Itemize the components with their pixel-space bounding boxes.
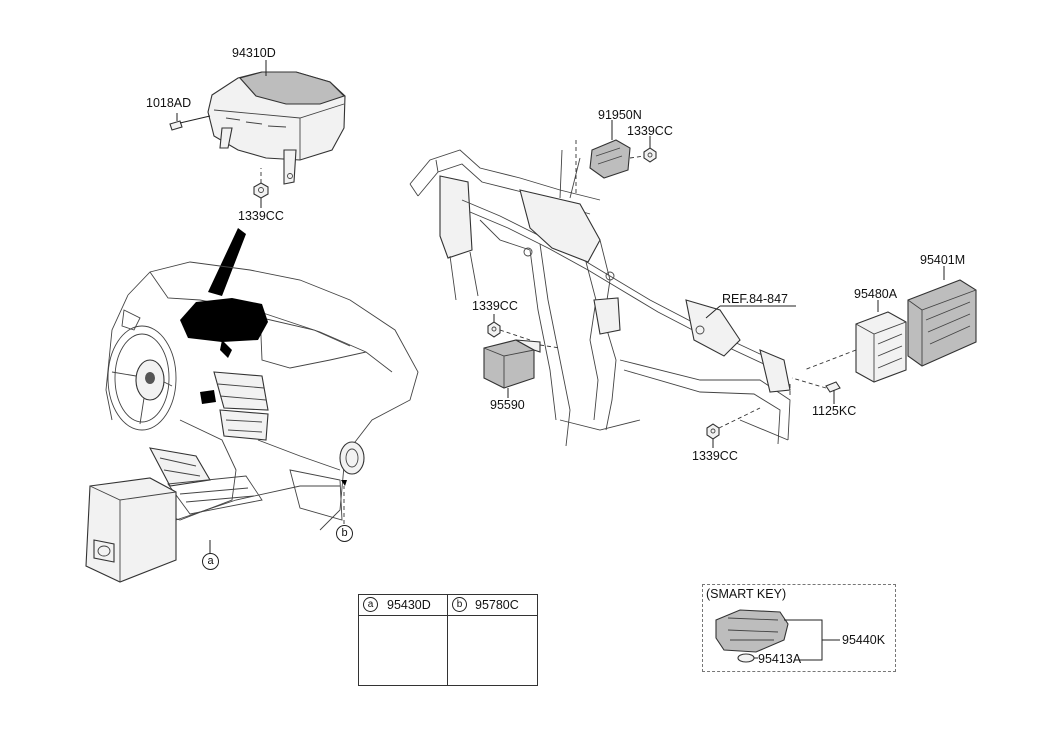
table-marker-a: a xyxy=(363,597,378,612)
smart-key-drawing xyxy=(715,609,840,663)
table-header xyxy=(359,595,537,616)
callout-b: b xyxy=(336,525,353,542)
smart-key-title: (SMART KEY) xyxy=(706,587,787,601)
module-95590-drawing xyxy=(483,314,561,398)
part-label-94310d: 94310D xyxy=(232,46,276,60)
ecu-drawing xyxy=(789,266,977,404)
pointer-wedge xyxy=(208,228,246,296)
part-label-1339cc-module: 1339CC xyxy=(472,299,518,313)
ref-leader-tip xyxy=(705,305,721,319)
part-label-1339cc-cluster: 1339CC xyxy=(238,209,284,223)
screw-1018ad-drawing xyxy=(169,113,211,131)
part-label-91950n: 91950N xyxy=(598,108,642,122)
table-part-95780c: 95780C xyxy=(475,598,519,612)
part-label-95413a: 95413A xyxy=(758,652,802,666)
part-label-95480a: 95480A xyxy=(854,287,898,301)
smart-key-box xyxy=(702,584,896,672)
parts-table: a 95430D b 95780C xyxy=(358,594,538,686)
sensor-91950n-drawing xyxy=(575,120,657,196)
part-label-1339cc-beam: 1339CC xyxy=(692,449,738,463)
nut-under-cluster-drawing xyxy=(253,168,269,208)
part-label-95590: 95590 xyxy=(490,398,525,412)
part-label-1018ad: 1018AD xyxy=(146,96,192,110)
cowl-beam-drawing xyxy=(409,149,791,447)
part-label-1125kc: 1125KC xyxy=(812,404,857,418)
part-label-1339cc-sensor: 1339CC xyxy=(627,124,673,138)
part-label-95401m: 95401M xyxy=(920,253,966,267)
nut-beam-drawing xyxy=(706,407,761,448)
part-label-95440k: 95440K xyxy=(842,633,886,647)
part-label-ref: REF.84-847 xyxy=(722,292,789,306)
table-part-95430d: 95430D xyxy=(387,598,431,612)
dashboard-drawing xyxy=(85,261,419,583)
table-divider xyxy=(447,595,448,685)
table-marker-b: b xyxy=(452,597,467,612)
callout-a: a xyxy=(202,553,219,570)
instrument-cluster-drawing xyxy=(207,71,346,185)
